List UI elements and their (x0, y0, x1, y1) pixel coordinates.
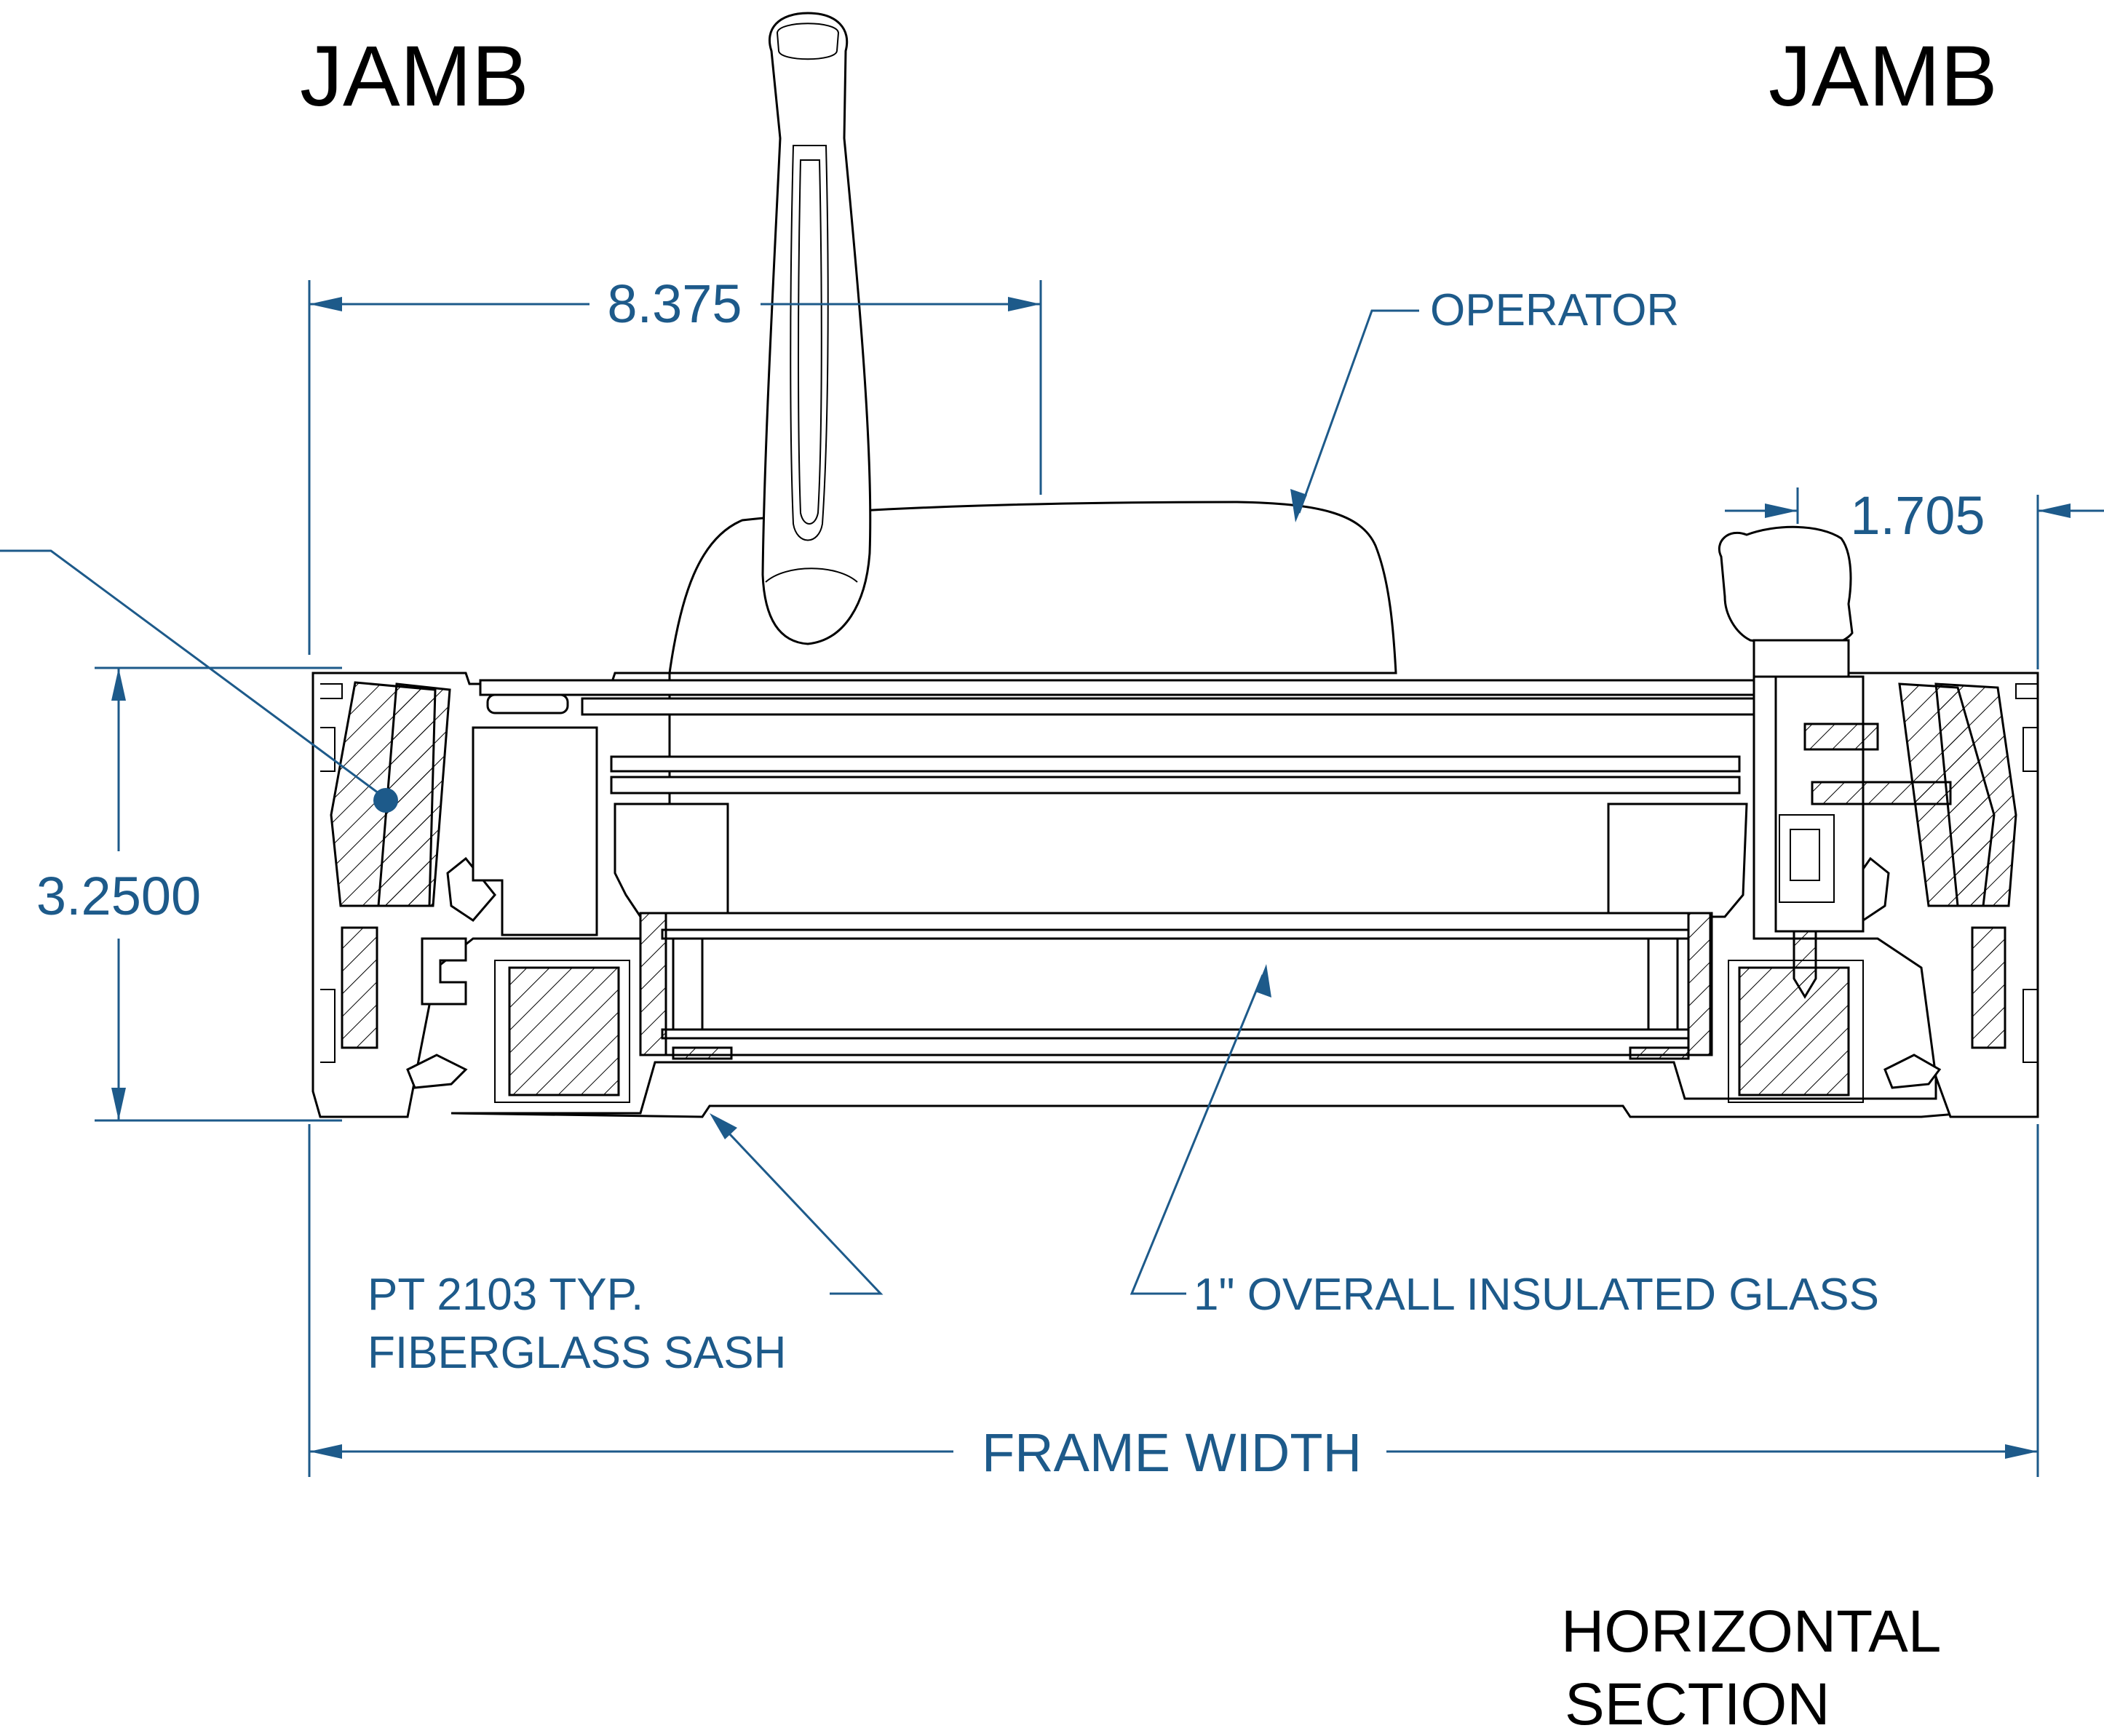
jamb-left-title: JAMB (300, 28, 529, 124)
left-jamb-lower-insert (341, 926, 378, 1049)
dimension-8375-label: 8.375 (607, 274, 742, 334)
left-sash-clip (421, 937, 467, 1006)
left-stop-extrusion (472, 726, 598, 936)
operator-handle-cap (776, 23, 840, 60)
dimension-frame-width: FRAME WIDTH (308, 1124, 2039, 1483)
right-bottom-weatherstrip (1883, 1054, 1942, 1089)
operator-assembly (668, 12, 1397, 674)
leader-left-anchor (0, 549, 379, 795)
left-wood-block (508, 966, 620, 1096)
operator-handle-groove-inner (798, 159, 822, 525)
pt2103-label-line1: PT 2103 TYP. (368, 1270, 643, 1320)
glass-spacer-right (1647, 937, 1679, 1031)
sash-left-hollow (614, 803, 729, 918)
glazing-bead-left (639, 912, 667, 1056)
top-rail-upper (479, 679, 1755, 696)
setting-block-left (672, 1046, 733, 1060)
sash-right-hollow (1607, 803, 1748, 918)
left-bottom-weatherstrip (406, 1054, 468, 1089)
glass-spacer-left (672, 937, 704, 1031)
dimension-3250: 3.2500 (36, 666, 342, 1122)
window-frame-section (311, 525, 2039, 1118)
lock-screw-middle (1811, 781, 1952, 805)
dimension-3250-label: 3.2500 (36, 866, 201, 926)
setting-block-right (1629, 1046, 1690, 1060)
jamb-right-title: JAMB (1768, 28, 1998, 124)
glazing-bead-right (1687, 912, 1713, 1056)
top-left-slot (486, 693, 569, 714)
right-jamb-wood-insert-2 (1934, 682, 2017, 907)
frame-width-label: FRAME WIDTH (982, 1422, 1362, 1483)
dimension-1705: 1.705 (1725, 485, 2104, 669)
lock-knob (1718, 525, 1854, 649)
left-jamb-nailing-fin-groove (320, 683, 343, 1063)
pt2103-label-line2: FIBERGLASS SASH (368, 1328, 786, 1378)
right-block-housing (1728, 960, 1864, 1103)
left-block-housing (494, 960, 630, 1103)
leader-insulated-glass: 1" OVERALL INSULATED GLASS (1130, 964, 1879, 1320)
left-jamb-anchor-dot (373, 788, 398, 813)
operator-handle-knob (765, 568, 858, 583)
lock-base (1752, 639, 1850, 678)
right-jamb-fin-groove (2015, 683, 2038, 1063)
screen-track (610, 755, 1741, 773)
lock-screw-lower (1793, 930, 1817, 999)
screen-bar (610, 776, 1741, 795)
operator-handle (761, 12, 872, 645)
section-title-line2: SECTION (1565, 1671, 1830, 1736)
glass-pane-top (661, 928, 1690, 940)
dimension-1705-label: 1.705 (1850, 485, 1985, 546)
leader-fiberglass-sash: PT 2103 TYP. FIBERGLASS SASH (368, 1113, 884, 1378)
leader-operator: OPERATOR (1290, 285, 1679, 522)
dimension-8375: 8.375 (308, 274, 1042, 655)
operator-label: OPERATOR (1430, 285, 1679, 335)
left-weatherstrip (446, 856, 496, 922)
glass-pane-bottom (661, 1028, 1690, 1040)
insulated-glass-label: 1" OVERALL INSULATED GLASS (1194, 1270, 1879, 1320)
top-rail-lower (581, 697, 1755, 716)
lock-keeper (1779, 814, 1835, 903)
right-jamb-lower-insert (1971, 926, 2006, 1049)
section-title-line1: HORIZONTAL (1561, 1598, 1941, 1665)
right-wood-block (1738, 966, 1850, 1096)
left-jamb-wood-insert-2 (377, 682, 451, 907)
lock-screw-upper (1803, 722, 1879, 751)
